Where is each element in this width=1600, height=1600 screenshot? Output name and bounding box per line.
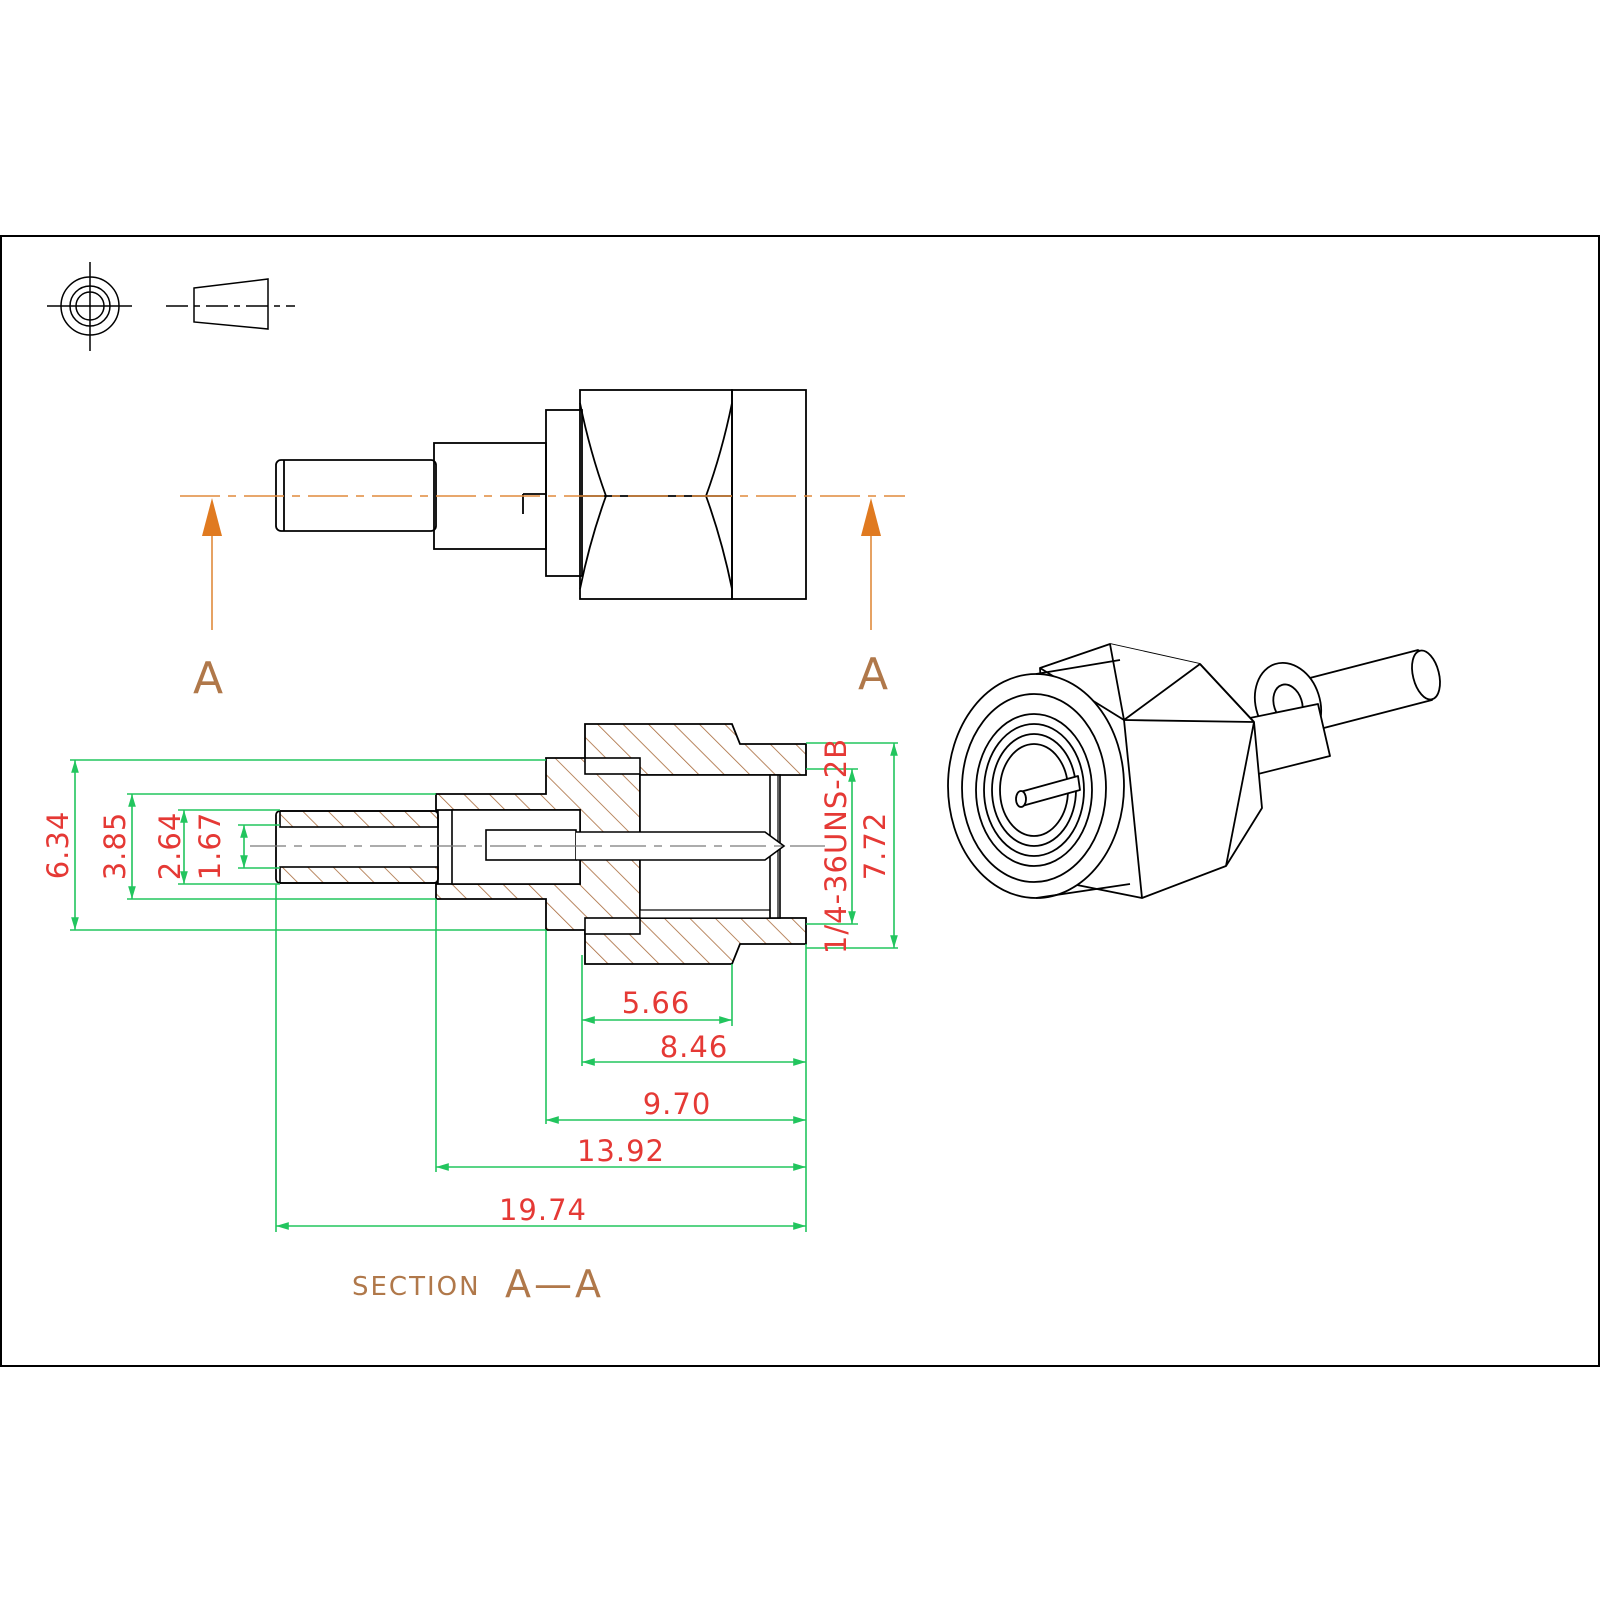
- section-cut-line: [180, 495, 905, 630]
- dim-5-66: 5.66: [622, 986, 691, 1020]
- section-retaining-clip-bottom: [584, 917, 641, 935]
- section-retaining-clip-top: [584, 757, 641, 775]
- section-view: [250, 723, 825, 965]
- top-view-coupling: [731, 389, 807, 600]
- isometric-view: [947, 643, 1441, 899]
- dimension-lines: [70, 742, 898, 1232]
- dim-7-72: 7.72: [858, 812, 892, 881]
- dim-2-64: 2.64: [153, 812, 187, 881]
- dim-1-67: 1.67: [193, 812, 227, 881]
- dim-6-34: 6.34: [41, 811, 75, 880]
- section-crimp-tube-lower: [279, 866, 439, 884]
- dim-13-92: 13.92: [577, 1134, 665, 1168]
- section-marker-left: A: [193, 653, 223, 704]
- top-view-hex-nut: [579, 389, 733, 600]
- dim-9-70: 9.70: [643, 1087, 712, 1121]
- dim-3-85: 3.85: [98, 812, 132, 881]
- section-marker-right: A: [858, 649, 888, 700]
- section-title-prefix: SECTION: [352, 1272, 481, 1302]
- section-crimp-tube-upper: [279, 810, 439, 828]
- dim-8-46: 8.46: [660, 1030, 729, 1064]
- section-crimp-tube-outline: [275, 810, 439, 884]
- section-title-name: A—A: [505, 1262, 604, 1306]
- thread-callout: 1/4-36UNS-2B: [819, 738, 853, 954]
- top-view-shoulder: [545, 409, 583, 577]
- section-pin-socket: [485, 829, 577, 861]
- third-angle-projection-icon: [47, 262, 295, 351]
- dim-19-74: 19.74: [499, 1193, 587, 1227]
- top-view: [275, 389, 807, 600]
- drawing-frame: [0, 235, 1600, 1367]
